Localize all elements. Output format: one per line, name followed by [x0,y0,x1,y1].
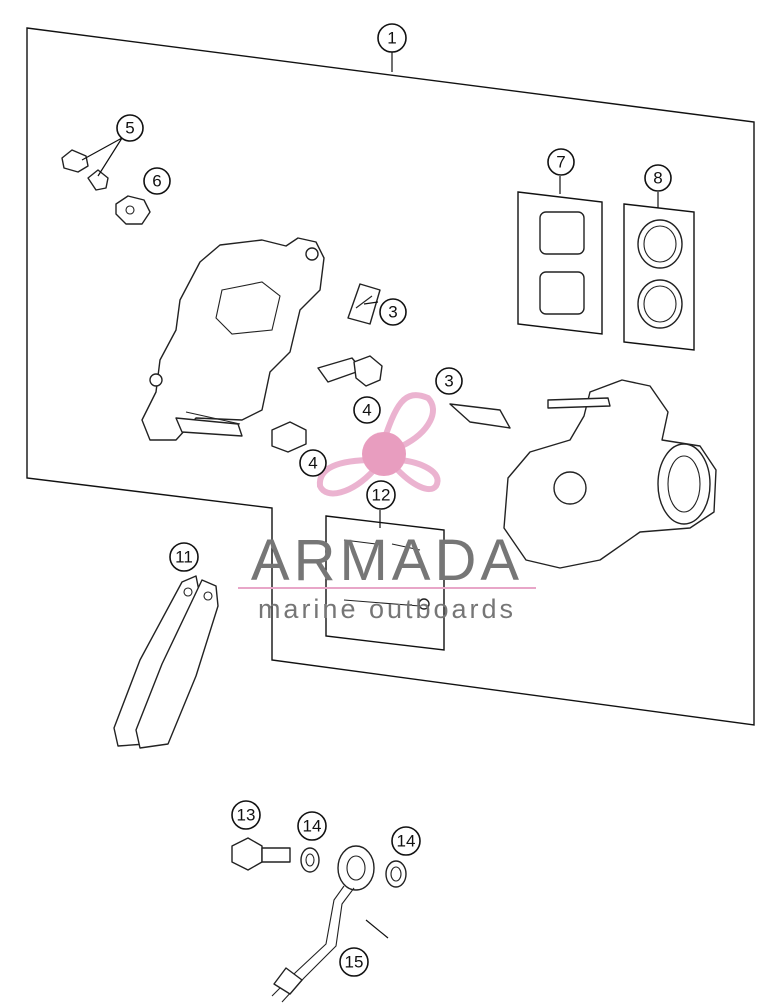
svg-text:11: 11 [175,548,193,567]
caliper-housing-part [503,379,717,569]
callout-7: 7 [547,148,575,176]
callout-13: 13 [231,800,261,830]
svg-text:13: 13 [237,806,256,825]
callout-8: 8 [644,164,672,192]
callout-5: 5 [116,114,144,142]
callout-14-right: 14 [391,826,421,856]
svg-text:5: 5 [125,119,134,138]
brake-pads-part [113,575,219,749]
pin-kit-part [325,515,445,651]
bushing-part [271,421,307,453]
piston-kit-part [517,191,603,335]
svg-text:12: 12 [372,486,391,505]
brake-line-part [271,845,375,1003]
callout-14-left: 14 [297,811,327,841]
bleeder-screw-part [61,149,109,191]
callout-11: 11 [169,542,199,572]
svg-text:6: 6 [152,172,161,191]
caliper-bracket-part [141,237,325,441]
leader-lines [81,52,659,939]
callout-1: 1 [377,23,407,53]
svg-text:4: 4 [308,454,317,473]
callout-4-lower: 4 [299,449,327,477]
seal-kit-part [623,203,695,351]
svg-text:4: 4 [362,401,371,420]
watermark-subtitle: marine outboards [258,594,516,624]
svg-text:14: 14 [397,832,416,851]
sealing-washer-part [385,860,407,888]
svg-text:15: 15 [345,953,364,972]
callout-6: 6 [143,167,171,195]
svg-text:14: 14 [303,817,322,836]
bleeder-cap-part [115,195,151,225]
callout-15: 15 [339,947,369,977]
guide-pin-part [317,355,383,387]
callout-12: 12 [366,480,396,510]
sealing-washer-part [300,847,320,873]
svg-text:1: 1 [387,29,396,48]
armada-propeller-logo [316,392,441,497]
callout-3-right: 3 [435,367,463,395]
pad-spring-part [449,403,511,429]
svg-text:3: 3 [388,303,397,322]
watermark-title: ARMADA [251,528,523,593]
banjo-bolt-part [231,837,291,871]
callout-4-upper: 4 [353,396,381,424]
svg-text:7: 7 [556,153,565,172]
callout-3-top: 3 [379,298,407,326]
svg-text:8: 8 [653,169,662,188]
svg-text:3: 3 [444,372,453,391]
